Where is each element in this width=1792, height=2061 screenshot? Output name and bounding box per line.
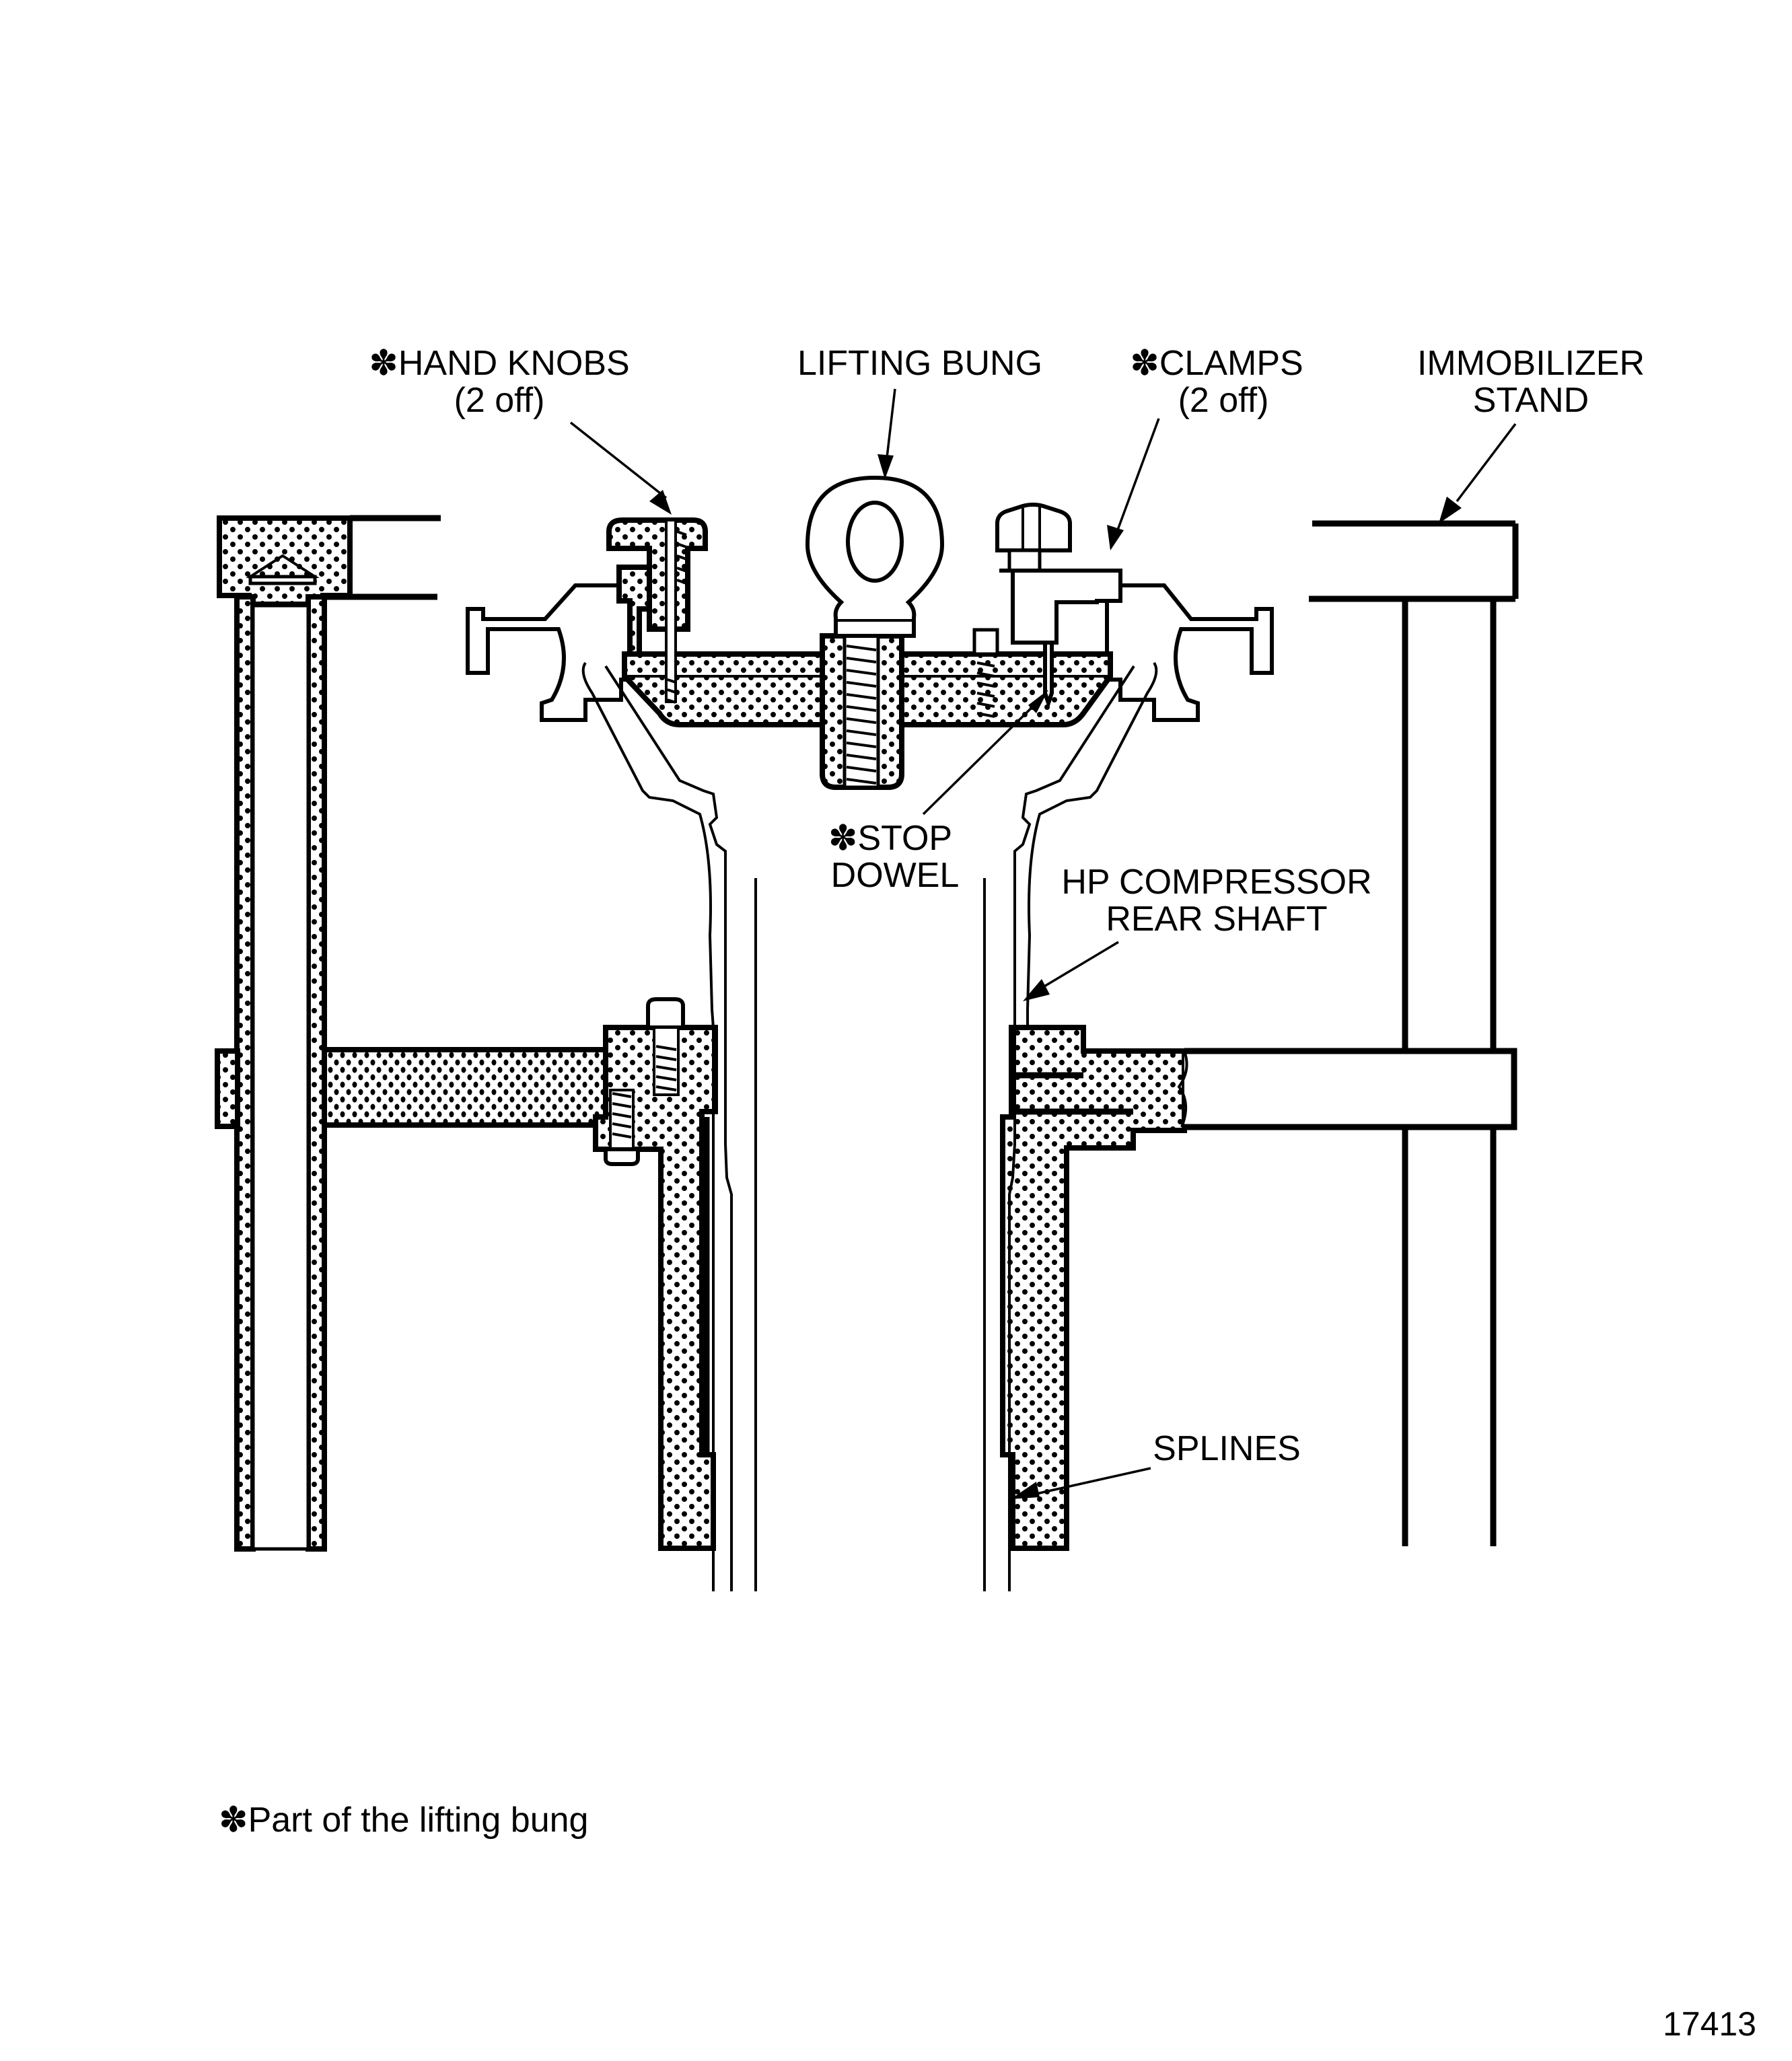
shaft-cone-left-outer [581, 661, 715, 1028]
figure-number: 17413 [1663, 2005, 1756, 2043]
label-splines: SPLINES [1153, 1429, 1301, 1468]
shaft-support-right [1000, 1025, 1517, 1551]
label-stop-dowel-line2: DOWEL [831, 856, 960, 895]
clamps-leader [1116, 418, 1160, 532]
knob-clamp-block [616, 565, 652, 657]
lifting-bung-arrowhead [877, 454, 894, 479]
hand-knob [606, 517, 708, 632]
immobilizer-stand-right [1309, 520, 1519, 1546]
clamp-body [999, 569, 1122, 645]
hand-knobs-arrowhead [649, 490, 672, 515]
stand-left-post-bore [251, 604, 310, 1551]
lifting-bung-assembly [606, 475, 1122, 790]
labels: ✽HAND KNOBS (2 off) LIFTING BUNG ✽CLAMPS… [219, 344, 1756, 2043]
clamp-knob [995, 503, 1072, 552]
shaft-support-left [593, 997, 718, 1551]
stand-left-top-cap [217, 515, 353, 607]
rear-shaft-arrowhead [1023, 979, 1050, 1001]
eyebolt-thread [846, 645, 877, 785]
label-clamps-qty: (2 off) [1178, 381, 1269, 420]
footnote: ✽Part of the lifting bung [219, 1801, 588, 1840]
label-stop-dowel: ✽STOP [828, 819, 952, 858]
stand-left-arm [322, 1047, 610, 1128]
plate-screw-head [972, 628, 999, 656]
splines-leader [1036, 1467, 1151, 1495]
label-hand-knobs-qty: (2 off) [454, 381, 545, 420]
stand-left-post-collar [215, 1048, 240, 1129]
shaft-flange-right [1105, 583, 1274, 722]
label-hp-compressor: HP COMPRESSOR [1061, 863, 1371, 902]
stand-right-arm-break-line [1177, 1050, 1188, 1128]
hand-knobs-leader [569, 421, 668, 499]
shaft-flange-left [466, 583, 638, 722]
immobilizer-stand-left [215, 515, 610, 1552]
label-clamps: ✽CLAMPS [1130, 344, 1303, 383]
left-upper-bolt-thread [655, 1045, 677, 1091]
leader-lines [569, 388, 1517, 1499]
label-lifting-bung: LIFTING BUNG [797, 344, 1042, 383]
left-upper-bolt-head [646, 997, 685, 1029]
immobilizer-stand-leader [1456, 423, 1517, 503]
shaft-cone-right-outer [1026, 661, 1158, 1027]
clamp-screw [1007, 548, 1042, 573]
left-arm-bolt-head [604, 1147, 640, 1166]
label-hand-knobs: ✽HAND KNOBS [369, 344, 629, 383]
clamps-arrowhead [1107, 525, 1124, 550]
left-arm-bolt-thread [612, 1092, 632, 1138]
stop-dowel-leader [922, 698, 1041, 816]
rear-shaft-leader [1039, 941, 1119, 990]
hand-knob-screw [665, 519, 677, 703]
immobilizer-stand-arrowhead [1439, 497, 1462, 523]
splines-arrowhead [1011, 1482, 1040, 1499]
stand-right-arm [1184, 1048, 1517, 1130]
label-immobilizer-stand: IMMOBILIZER [1417, 344, 1645, 383]
plate-screw-thread [976, 661, 995, 718]
shaft-cone-left-inner [604, 665, 733, 1591]
label-rear-shaft: REAR SHAFT [1106, 900, 1327, 939]
shaft-cone-right-inner [1008, 665, 1135, 1591]
right-support-sleeve [1000, 1025, 1187, 1551]
lifting-bung-eye-hole [846, 501, 904, 583]
hand-knob-thread [667, 530, 687, 704]
label-immobilizer-stand-line2: STAND [1473, 381, 1589, 420]
stop-dowel-arrowhead [1028, 690, 1048, 713]
stop-dowel-pin [1043, 641, 1054, 710]
lifting-bung-leader [886, 388, 896, 458]
